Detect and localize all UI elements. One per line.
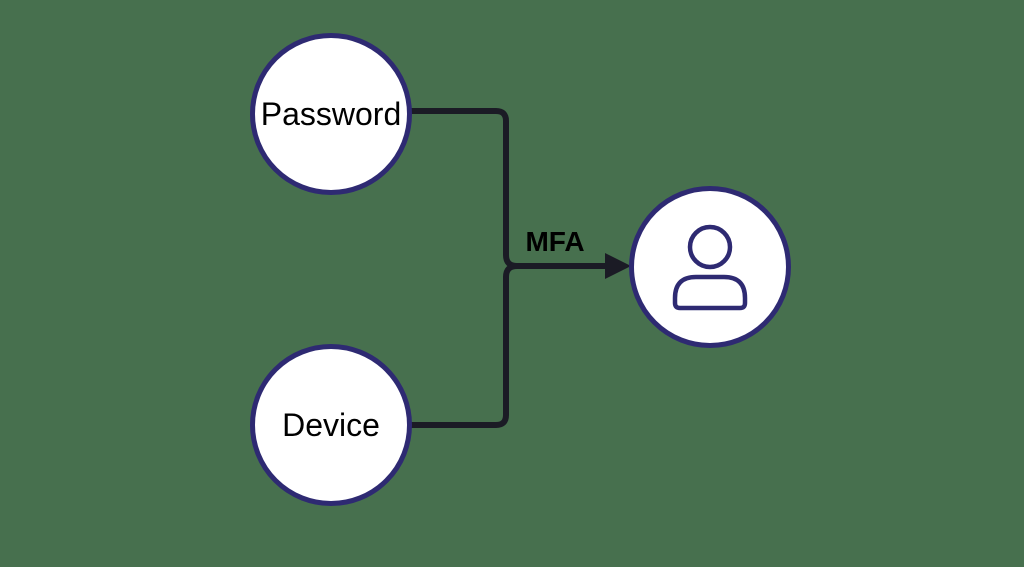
node-user <box>629 186 791 348</box>
edge-password-to-junction <box>406 108 518 269</box>
node-password-label: Password <box>260 95 402 132</box>
node-password: Password <box>250 33 412 195</box>
person-icon <box>672 224 748 311</box>
edge-device-to-junction <box>406 263 518 428</box>
node-device: Device <box>250 344 412 506</box>
node-device-label: Device <box>282 406 380 443</box>
edge-label-mfa: MFA <box>525 226 585 257</box>
arrowhead <box>605 253 631 279</box>
person-body <box>672 274 748 311</box>
person-head <box>687 224 733 270</box>
